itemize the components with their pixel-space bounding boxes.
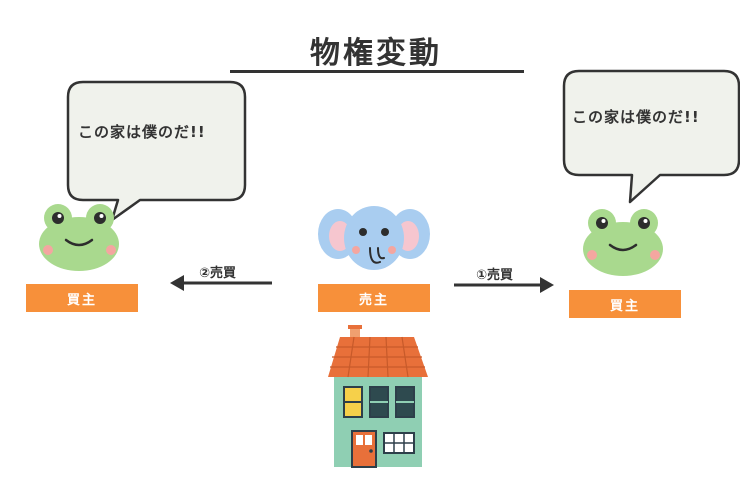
right-bubble-text: この家は僕のだ!! — [572, 108, 700, 126]
frog-icon — [583, 209, 663, 276]
left-buyer-label: 買主 — [26, 284, 138, 312]
house-icon — [328, 325, 428, 468]
page-title: 物権変動 — [310, 36, 442, 71]
right-arrow-label: ①売買 — [476, 268, 514, 283]
frog-icon — [39, 204, 119, 271]
elephant-icon — [318, 206, 430, 270]
right-buyer-label: 買主 — [569, 290, 681, 318]
left-arrow-label: ②売買 — [199, 266, 237, 281]
seller-label: 売主 — [318, 284, 430, 312]
title-underline — [230, 70, 524, 73]
left-bubble-text: この家は僕のだ!! — [78, 123, 206, 141]
